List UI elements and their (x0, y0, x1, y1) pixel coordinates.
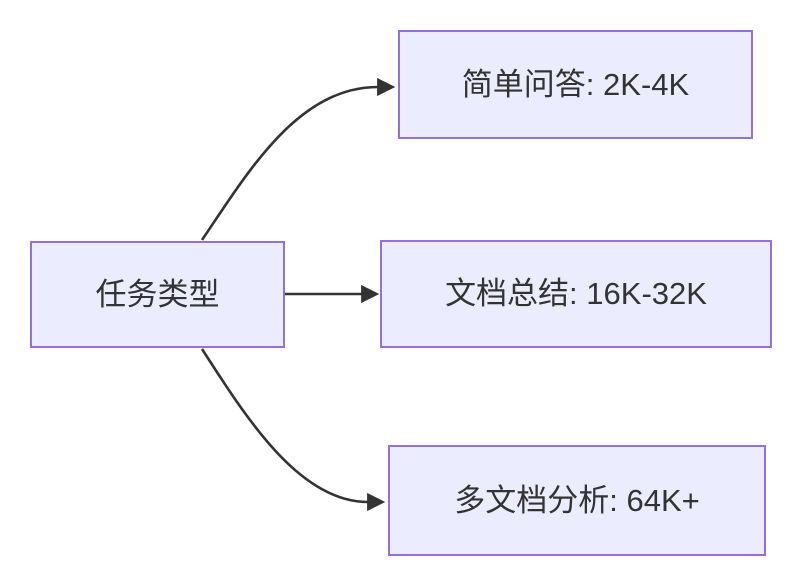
node-task-type-label: 任务类型 (95, 276, 220, 312)
edge-root-to-multi-doc (200, 348, 386, 512)
edge-root-to-simple-qa (200, 77, 396, 241)
node-simple-qa-label: 简单问答: 2K-4K (461, 66, 690, 102)
node-doc-summary-label: 文档总结: 16K-32K (445, 276, 707, 312)
node-multi-doc-label: 多文档分析: 64K+ (454, 482, 700, 518)
node-multi-doc: 多文档分析: 64K+ (388, 445, 766, 556)
node-doc-summary: 文档总结: 16K-32K (380, 240, 772, 348)
node-task-type: 任务类型 (30, 241, 285, 348)
node-simple-qa: 简单问答: 2K-4K (398, 30, 753, 139)
